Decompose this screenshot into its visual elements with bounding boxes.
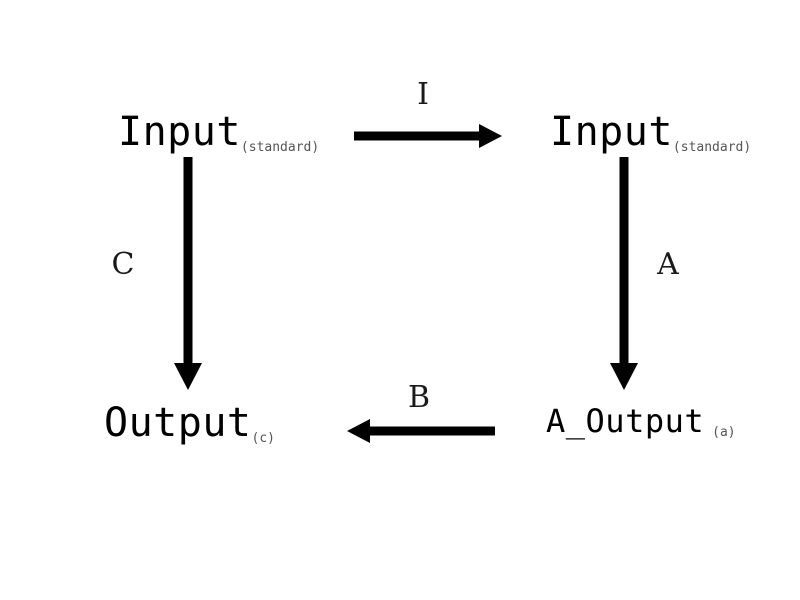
node-a-output-subscript: (a) (712, 425, 736, 440)
node-a-output[interactable]: A_Output (a) (546, 402, 736, 440)
edge-label-b: B (407, 380, 431, 415)
node-input-right[interactable]: Input(standard) (550, 109, 752, 155)
node-a-output-label: A_Output (546, 402, 705, 440)
node-output-c[interactable]: Output(c) (104, 400, 275, 446)
edge-label-c: C (111, 247, 135, 282)
node-input-left[interactable]: Input(standard) (118, 109, 320, 155)
node-output-c-subscript: (c) (251, 431, 275, 446)
edge-label-a: A (657, 247, 679, 282)
arrow-a-output-to-output-c (347, 419, 495, 443)
node-input-right-subscript: (standard) (672, 140, 752, 155)
node-input-right-label: Input (550, 109, 673, 155)
node-input-left-subscript: (standard) (240, 140, 320, 155)
arrow-input-left-to-output-c (174, 157, 202, 390)
arrow-input-right-to-a-output (610, 157, 638, 390)
edge-label-i: I (417, 77, 429, 112)
node-input-left-label: Input (118, 109, 241, 155)
arrow-input-left-to-input-right (354, 124, 502, 148)
node-output-c-label: Output (104, 400, 252, 446)
